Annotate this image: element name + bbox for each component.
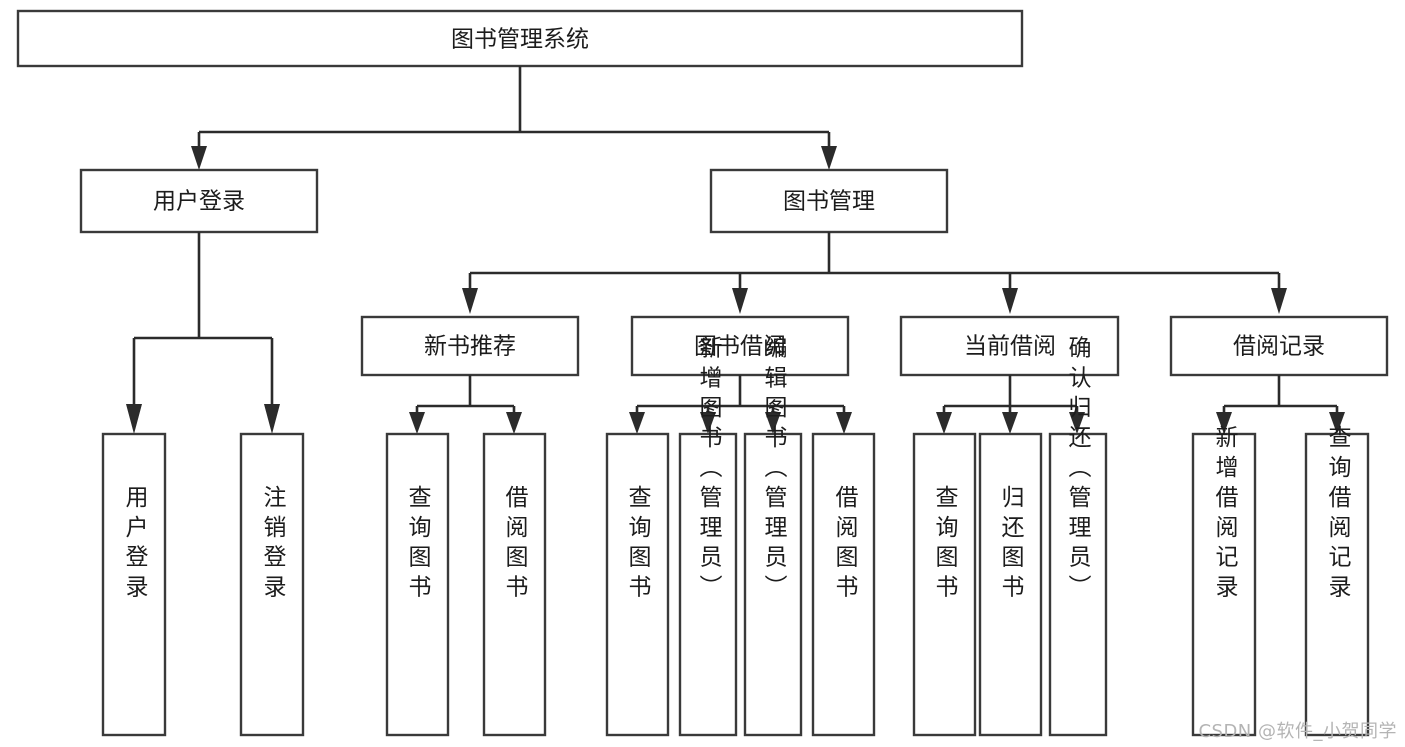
arrow-head-icon bbox=[462, 288, 478, 314]
arrow-head-icon bbox=[409, 412, 425, 434]
leaf-book-borrow-2[interactable]: 编辑图书（管理员） bbox=[743, 335, 803, 737]
leaf-box[interactable] bbox=[1304, 432, 1370, 737]
leaf-label: 编辑图书（管理员） bbox=[760, 335, 788, 604]
node-user-login[interactable]: 用户登录 bbox=[79, 168, 319, 234]
leaf-box[interactable] bbox=[385, 432, 450, 737]
connector-root-to-level2 bbox=[191, 66, 837, 170]
connector-current-borrow-to-leaves bbox=[936, 375, 1085, 434]
leaf-label: 查询图书 bbox=[404, 485, 432, 605]
csdn-watermark: CSDN @软件_小贺同学 bbox=[1198, 721, 1397, 742]
arrow-head-icon bbox=[936, 412, 952, 434]
connector-borrow-record-to-leaves bbox=[1216, 375, 1345, 434]
node-root[interactable]: 图书管理系统 bbox=[16, 9, 1024, 68]
leaf-current-borrow-1[interactable]: 归还图书 bbox=[978, 432, 1043, 737]
leaf-label: 归还图书 bbox=[997, 485, 1025, 605]
arrow-head-icon bbox=[732, 288, 748, 314]
leaf-label: 确认归还（管理员） bbox=[1064, 335, 1092, 604]
node-borrow-record-label: 借阅记录 bbox=[1233, 334, 1325, 360]
leaf-box[interactable] bbox=[678, 432, 738, 737]
node-new-book-recommend-label: 新书推荐 bbox=[424, 334, 516, 360]
arrow-head-icon bbox=[126, 404, 142, 434]
node-root-label: 图书管理系统 bbox=[451, 27, 589, 53]
node-borrow-record-box[interactable] bbox=[1169, 315, 1389, 377]
node-book-management-label: 图书管理 bbox=[783, 189, 875, 215]
arrow-head-icon bbox=[821, 146, 837, 170]
node-book-management[interactable]: 图书管理 bbox=[709, 168, 949, 234]
arrow-head-icon bbox=[264, 404, 280, 434]
leaf-label: 用户登录 bbox=[121, 485, 149, 605]
leaf-new-book-0[interactable]: 查询图书 bbox=[385, 432, 450, 737]
arrow-head-icon bbox=[1216, 412, 1232, 434]
node-user-login-box[interactable] bbox=[79, 168, 319, 234]
leaf-box[interactable] bbox=[743, 432, 803, 737]
leaf-user-login-1[interactable]: 注销登录 bbox=[239, 432, 305, 737]
node-new-book-recommend[interactable]: 新书推荐 bbox=[360, 315, 580, 377]
leaf-borrow-record-1[interactable]: 查询借阅记录 bbox=[1304, 425, 1370, 737]
arrow-head-icon bbox=[1329, 412, 1345, 434]
leaf-current-borrow-2[interactable]: 确认归还（管理员） bbox=[1048, 335, 1108, 737]
leaf-box[interactable] bbox=[1191, 432, 1257, 737]
connector-book-borrow-to-leaves bbox=[629, 375, 852, 434]
leaf-user-login-0[interactable]: 用户登录 bbox=[101, 432, 167, 737]
leaf-book-borrow-3[interactable]: 借阅图书 bbox=[811, 432, 876, 737]
arrow-head-icon bbox=[765, 412, 781, 434]
leaf-box[interactable] bbox=[978, 432, 1043, 737]
node-book-borrow-label: 图书借阅 bbox=[694, 334, 786, 360]
leaf-book-borrow-1[interactable]: 新增图书（管理员） bbox=[678, 335, 738, 737]
leaf-box[interactable] bbox=[239, 432, 305, 737]
leaf-box[interactable] bbox=[1048, 432, 1108, 737]
arrow-head-icon bbox=[1002, 412, 1018, 434]
node-new-book-recommend-box[interactable] bbox=[360, 315, 580, 377]
leaf-box[interactable] bbox=[482, 432, 547, 737]
node-current-borrow-label: 当前借阅 bbox=[964, 334, 1056, 360]
node-book-borrow[interactable]: 图书借阅 bbox=[630, 315, 850, 377]
leaf-label: 借阅图书 bbox=[501, 485, 529, 605]
leaf-label: 查询图书 bbox=[931, 485, 959, 605]
leaf-borrow-record-0[interactable]: 新增借阅记录 bbox=[1191, 425, 1257, 737]
node-user-login-label: 用户登录 bbox=[153, 189, 245, 215]
arrow-head-icon bbox=[836, 412, 852, 434]
leaf-label: 查询借阅记录 bbox=[1324, 425, 1352, 604]
leaf-label: 新增借阅记录 bbox=[1211, 425, 1239, 604]
leaf-label: 借阅图书 bbox=[831, 485, 859, 605]
arrow-head-icon bbox=[700, 412, 716, 434]
leaf-label: 查询图书 bbox=[624, 485, 652, 605]
node-borrow-record[interactable]: 借阅记录 bbox=[1169, 315, 1389, 377]
arrow-head-icon bbox=[1271, 288, 1287, 314]
leaf-label: 注销登录 bbox=[259, 485, 287, 605]
arrow-head-icon bbox=[629, 412, 645, 434]
connector-book-management-to-level3 bbox=[462, 232, 1287, 314]
connector-new-book-to-leaves bbox=[409, 375, 522, 434]
node-root-box[interactable] bbox=[16, 9, 1024, 68]
leaf-book-borrow-0[interactable]: 查询图书 bbox=[605, 432, 670, 737]
arrow-head-icon bbox=[1069, 412, 1085, 434]
leaf-new-book-1[interactable]: 借阅图书 bbox=[482, 432, 547, 737]
leaf-current-borrow-0[interactable]: 查询图书 bbox=[912, 432, 977, 737]
arrow-head-icon bbox=[1002, 288, 1018, 314]
arrow-head-icon bbox=[191, 146, 207, 170]
leaf-box[interactable] bbox=[101, 432, 167, 737]
leaf-label: 新增图书（管理员） bbox=[695, 335, 723, 604]
connector-user-login-to-leaves bbox=[126, 232, 280, 434]
leaf-box[interactable] bbox=[811, 432, 876, 737]
arrow-head-icon bbox=[506, 412, 522, 434]
leaf-box[interactable] bbox=[605, 432, 670, 737]
leaf-box[interactable] bbox=[912, 432, 977, 737]
